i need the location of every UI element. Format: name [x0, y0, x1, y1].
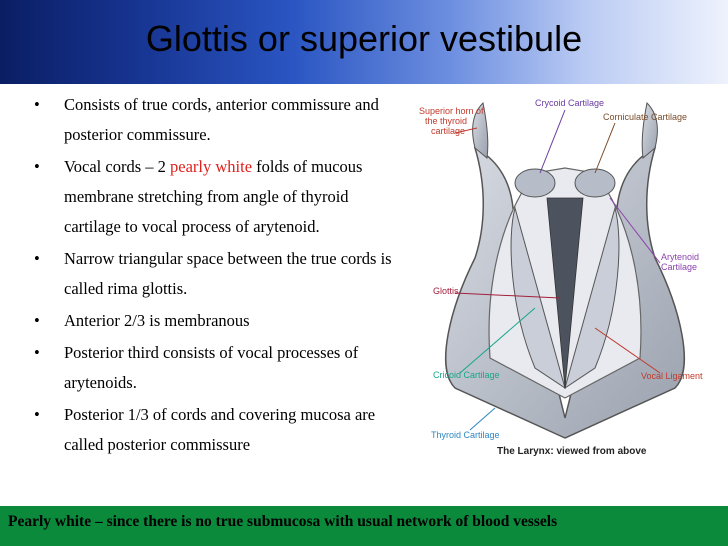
leader-line: [594, 122, 616, 174]
bullet-text: Consists of true cords, anterior commiss…: [64, 95, 379, 144]
label-cricoid-cartilage-bottom: Cricoid Cartilage: [433, 370, 500, 380]
bullet-item: • Anterior 2/3 is membranous: [30, 306, 405, 336]
bullet-text: Anterior 2/3 is membranous: [64, 311, 250, 330]
label-glottis: Glottis: [433, 286, 459, 296]
bullet-text-before: Vocal cords – 2: [64, 157, 171, 176]
arytenoid-left-shape: [514, 168, 556, 198]
vocal-fold-left-shape: [510, 206, 566, 390]
leader-line: [454, 127, 478, 134]
leader-line: [609, 197, 661, 264]
leader-line: [469, 407, 496, 431]
leader-line: [454, 292, 561, 299]
bullet-item: • Vocal cords – 2 pearly white folds of m…: [30, 152, 405, 242]
bullet-text: Posterior third consists of vocal proces…: [64, 343, 359, 392]
arytenoid-right-shape: [574, 168, 616, 198]
bullet-dot: •: [34, 343, 40, 362]
bullet-item: • Posterior 1/3 of cords and covering muc…: [30, 400, 405, 460]
bullet-item: • Consists of true cords, anterior commis…: [30, 90, 405, 150]
label-vocal-ligament: Vocal Ligament: [641, 371, 703, 381]
bullet-item: • Narrow triangular space between the tru…: [30, 244, 405, 304]
bullet-list: • Consists of true cords, anterior commis…: [30, 90, 405, 462]
highlight-text: pearly white: [170, 157, 253, 176]
label-cricoid-cartilage-top: Crycoid Cartilage: [535, 98, 604, 108]
bullet-text: Narrow triangular space between the true…: [64, 249, 392, 298]
title-bar: [0, 0, 728, 84]
bullet-dot: •: [34, 95, 40, 114]
leader-line: [459, 307, 536, 374]
footer-note: Pearly white – since there is no true su…: [8, 513, 558, 530]
vocal-fold-right-shape: [564, 206, 620, 390]
label-thyroid-cartilage: Thyroid Cartilage: [431, 430, 500, 440]
bullet-dot: •: [34, 249, 40, 268]
bullet-text: Posterior 1/3 of cords and covering muco…: [64, 405, 376, 454]
bullet-item: • Posterior third consists of vocal proce…: [30, 338, 405, 398]
figure-caption: The Larynx: viewed from above: [497, 446, 647, 457]
footer-bar: Pearly white – since there is no true su…: [0, 506, 728, 546]
leader-line: [594, 327, 661, 374]
bullet-dot: •: [34, 157, 40, 176]
superior-horn-right-shape: [641, 101, 658, 159]
superior-horn-left-shape: [472, 101, 489, 159]
leader-line: [539, 109, 566, 174]
bullet-text-after: folds of mucous membrane stretching from…: [64, 157, 363, 236]
slide-title: Glottis or superior vestibule: [145, 18, 583, 59]
bullet-dot: •: [34, 311, 40, 330]
label-corniculate-cartilage: Corniculate Cartilage: [603, 112, 687, 122]
bullet-dot: •: [34, 405, 40, 424]
glottis-gap-shape: [546, 197, 584, 389]
